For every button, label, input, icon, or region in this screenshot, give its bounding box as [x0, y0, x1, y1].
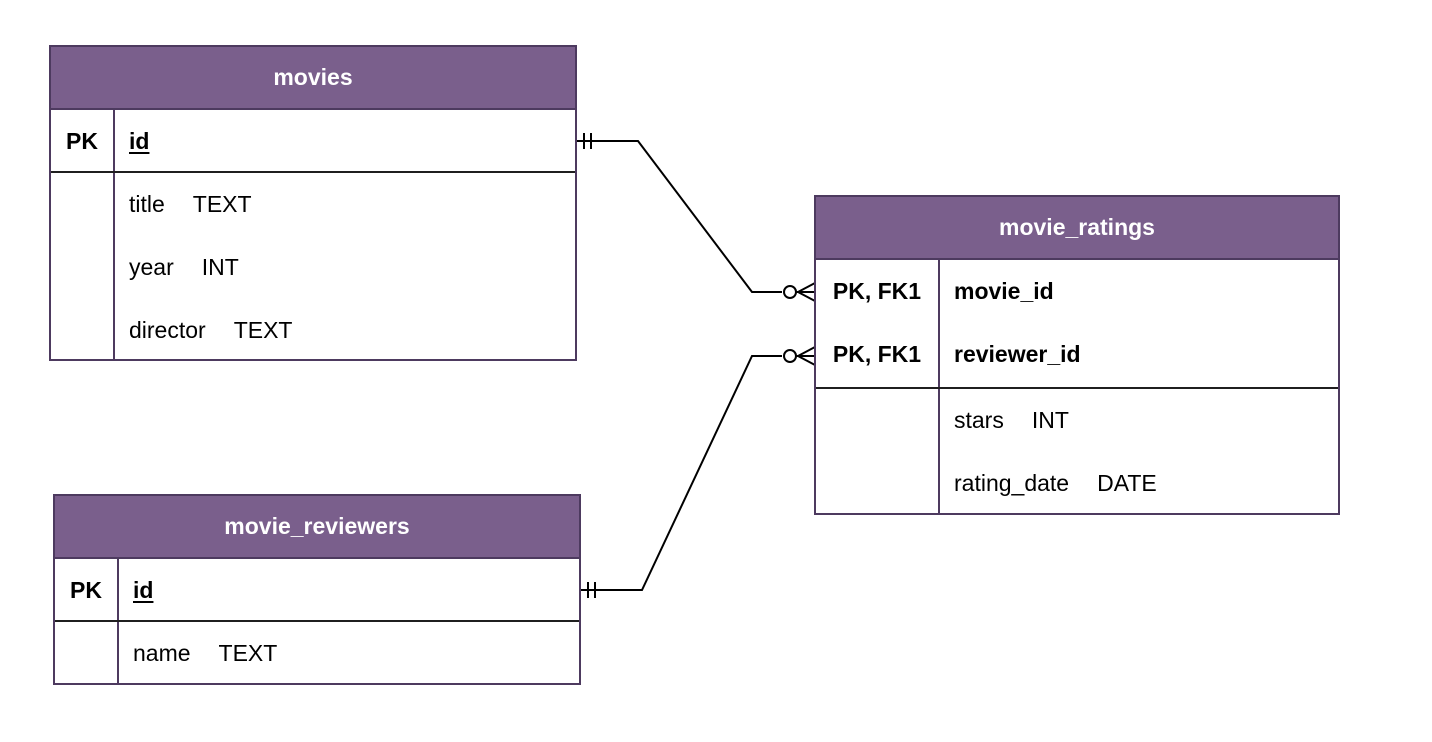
pk-section: PK, FK1 PK, FK1 movie_id reviewer_id: [816, 260, 1338, 389]
pk-attribute: id: [115, 110, 575, 173]
attribute-name: title: [129, 191, 165, 217]
attribute-name: director: [129, 317, 206, 343]
key-label: PK, FK1: [832, 278, 922, 304]
pk-section: PK id: [55, 559, 579, 622]
entity-title: movies: [51, 47, 575, 110]
attribute-section: name TEXT: [55, 622, 579, 683]
attribute-row: title TEXT: [115, 173, 575, 236]
key-label: PK: [70, 577, 102, 603]
attribute-type: TEXT: [192, 191, 252, 217]
attribute-name: reviewer_id: [954, 341, 1081, 367]
key-label: PK, FK1: [832, 341, 922, 367]
attribute-name: rating_date: [954, 470, 1070, 496]
attribute-type: INT: [201, 254, 239, 280]
attribute-row: stars INT: [940, 389, 1338, 452]
attribute-type: TEXT: [233, 317, 293, 343]
attribute-type: TEXT: [218, 640, 278, 666]
attribute-name: movie_id: [954, 278, 1054, 304]
attribute-row: rating_date DATE: [940, 452, 1338, 515]
attribute-name: name: [133, 640, 191, 666]
attribute-name: year: [129, 254, 174, 280]
entity-movies[interactable]: movies PK id title TEXT year INT: [49, 45, 577, 361]
entity-movie-ratings[interactable]: movie_ratings PK, FK1 PK, FK1 movie_id r…: [814, 195, 1340, 515]
attribute-row: director TEXT: [115, 299, 575, 362]
attribute-section: stars INT rating_date DATE: [816, 389, 1338, 513]
attribute-type: INT: [1031, 407, 1069, 433]
entity-title: movie_ratings: [816, 197, 1338, 260]
attribute-row: name TEXT: [119, 622, 579, 685]
attribute-section: title TEXT year INT director TEXT: [51, 173, 575, 361]
entity-title: movie_reviewers: [55, 496, 579, 559]
pk-attribute: id: [119, 559, 579, 622]
key-label: PK: [66, 128, 98, 154]
attribute-name: id: [129, 128, 150, 154]
entity-movie-reviewers[interactable]: movie_reviewers PK id name TEXT: [53, 494, 581, 685]
attribute-name: id: [133, 577, 154, 603]
attribute-row: year INT: [115, 236, 575, 299]
pk-attribute: movie_id: [940, 260, 1338, 323]
relationship-reviewers-to-ratings: [580, 346, 816, 598]
relationship-movies-to-ratings: [576, 133, 816, 302]
attribute-name: stars: [954, 407, 1004, 433]
pk-section: PK id: [51, 110, 575, 173]
pk-attribute: reviewer_id: [940, 323, 1338, 386]
attribute-type: DATE: [1097, 470, 1157, 496]
